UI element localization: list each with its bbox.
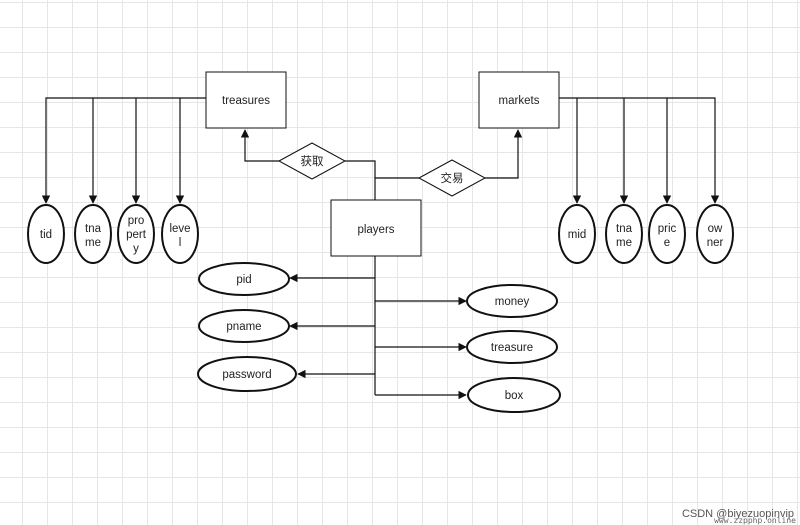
connector-tid	[41, 97, 206, 204]
attr-treasure-label: treasure	[491, 342, 533, 354]
relationship-trade-label: 交易	[441, 171, 464, 185]
attr-markets-tname: tna me	[605, 204, 643, 264]
relationship-trade: 交易	[417, 159, 487, 197]
attr-box: box	[467, 377, 561, 413]
entity-markets: markets	[478, 71, 560, 129]
connector-players-acquire	[345, 160, 376, 200]
attr-owner-line-1: ow	[708, 223, 723, 235]
attr-price-line-2: e	[664, 237, 670, 249]
entity-treasures: treasures	[205, 71, 287, 129]
entity-markets-label: markets	[499, 95, 540, 107]
attr-pname-label: pname	[226, 321, 261, 333]
attr-property-line-1: pro	[128, 215, 145, 227]
attr-treasures-tname-line-2: me	[85, 237, 101, 249]
attr-property-line-2: pert	[126, 229, 147, 241]
connector-owner	[559, 97, 720, 204]
attr-box-label: box	[505, 390, 524, 402]
attr-pname: pname	[198, 309, 290, 343]
attr-treasure: treasure	[466, 330, 558, 364]
attr-password-label: password	[222, 369, 271, 381]
attr-owner: ow ner	[696, 204, 734, 264]
relationship-acquire: 获取	[277, 142, 347, 180]
attr-level-line-1: leve	[169, 223, 190, 235]
connector-acquire-treasures	[240, 129, 279, 162]
attr-property-line-3: y	[133, 243, 139, 255]
attr-treasures-tname-line-1: tna	[85, 223, 102, 235]
attr-tid-line-1: tid	[40, 229, 52, 241]
attr-property: pro pert y	[117, 204, 155, 264]
attr-password: password	[197, 356, 297, 392]
attr-money-label: money	[495, 296, 530, 308]
attr-money: money	[466, 284, 558, 318]
entity-players: players	[330, 199, 422, 257]
watermark-url: www.zzpphp.online	[714, 516, 796, 525]
attr-markets-tname-line-2: me	[616, 237, 632, 249]
attr-pid-label: pid	[236, 274, 251, 286]
attr-level: leve l	[161, 204, 199, 264]
attr-price: pric e	[648, 204, 686, 264]
relationship-acquire-label: 获取	[301, 155, 324, 168]
attr-level-line-2: l	[179, 237, 182, 249]
attr-price-line-1: pric	[658, 223, 677, 235]
entity-treasures-label: treasures	[222, 95, 270, 107]
entity-players-label: players	[357, 224, 394, 236]
attr-mid: mid	[558, 204, 596, 264]
connectors	[41, 97, 720, 400]
watermark: CSDN @biyezuopinvip	[681, 508, 794, 520]
connector-trade-markets	[485, 129, 523, 179]
attr-treasures-tname: tna me	[74, 204, 112, 264]
attr-pid: pid	[198, 262, 290, 296]
attr-tid: tid	[27, 204, 65, 264]
attr-mid-line-1: mid	[568, 229, 587, 241]
attr-owner-line-2: ner	[707, 237, 724, 249]
attr-markets-tname-line-1: tna	[616, 223, 633, 235]
